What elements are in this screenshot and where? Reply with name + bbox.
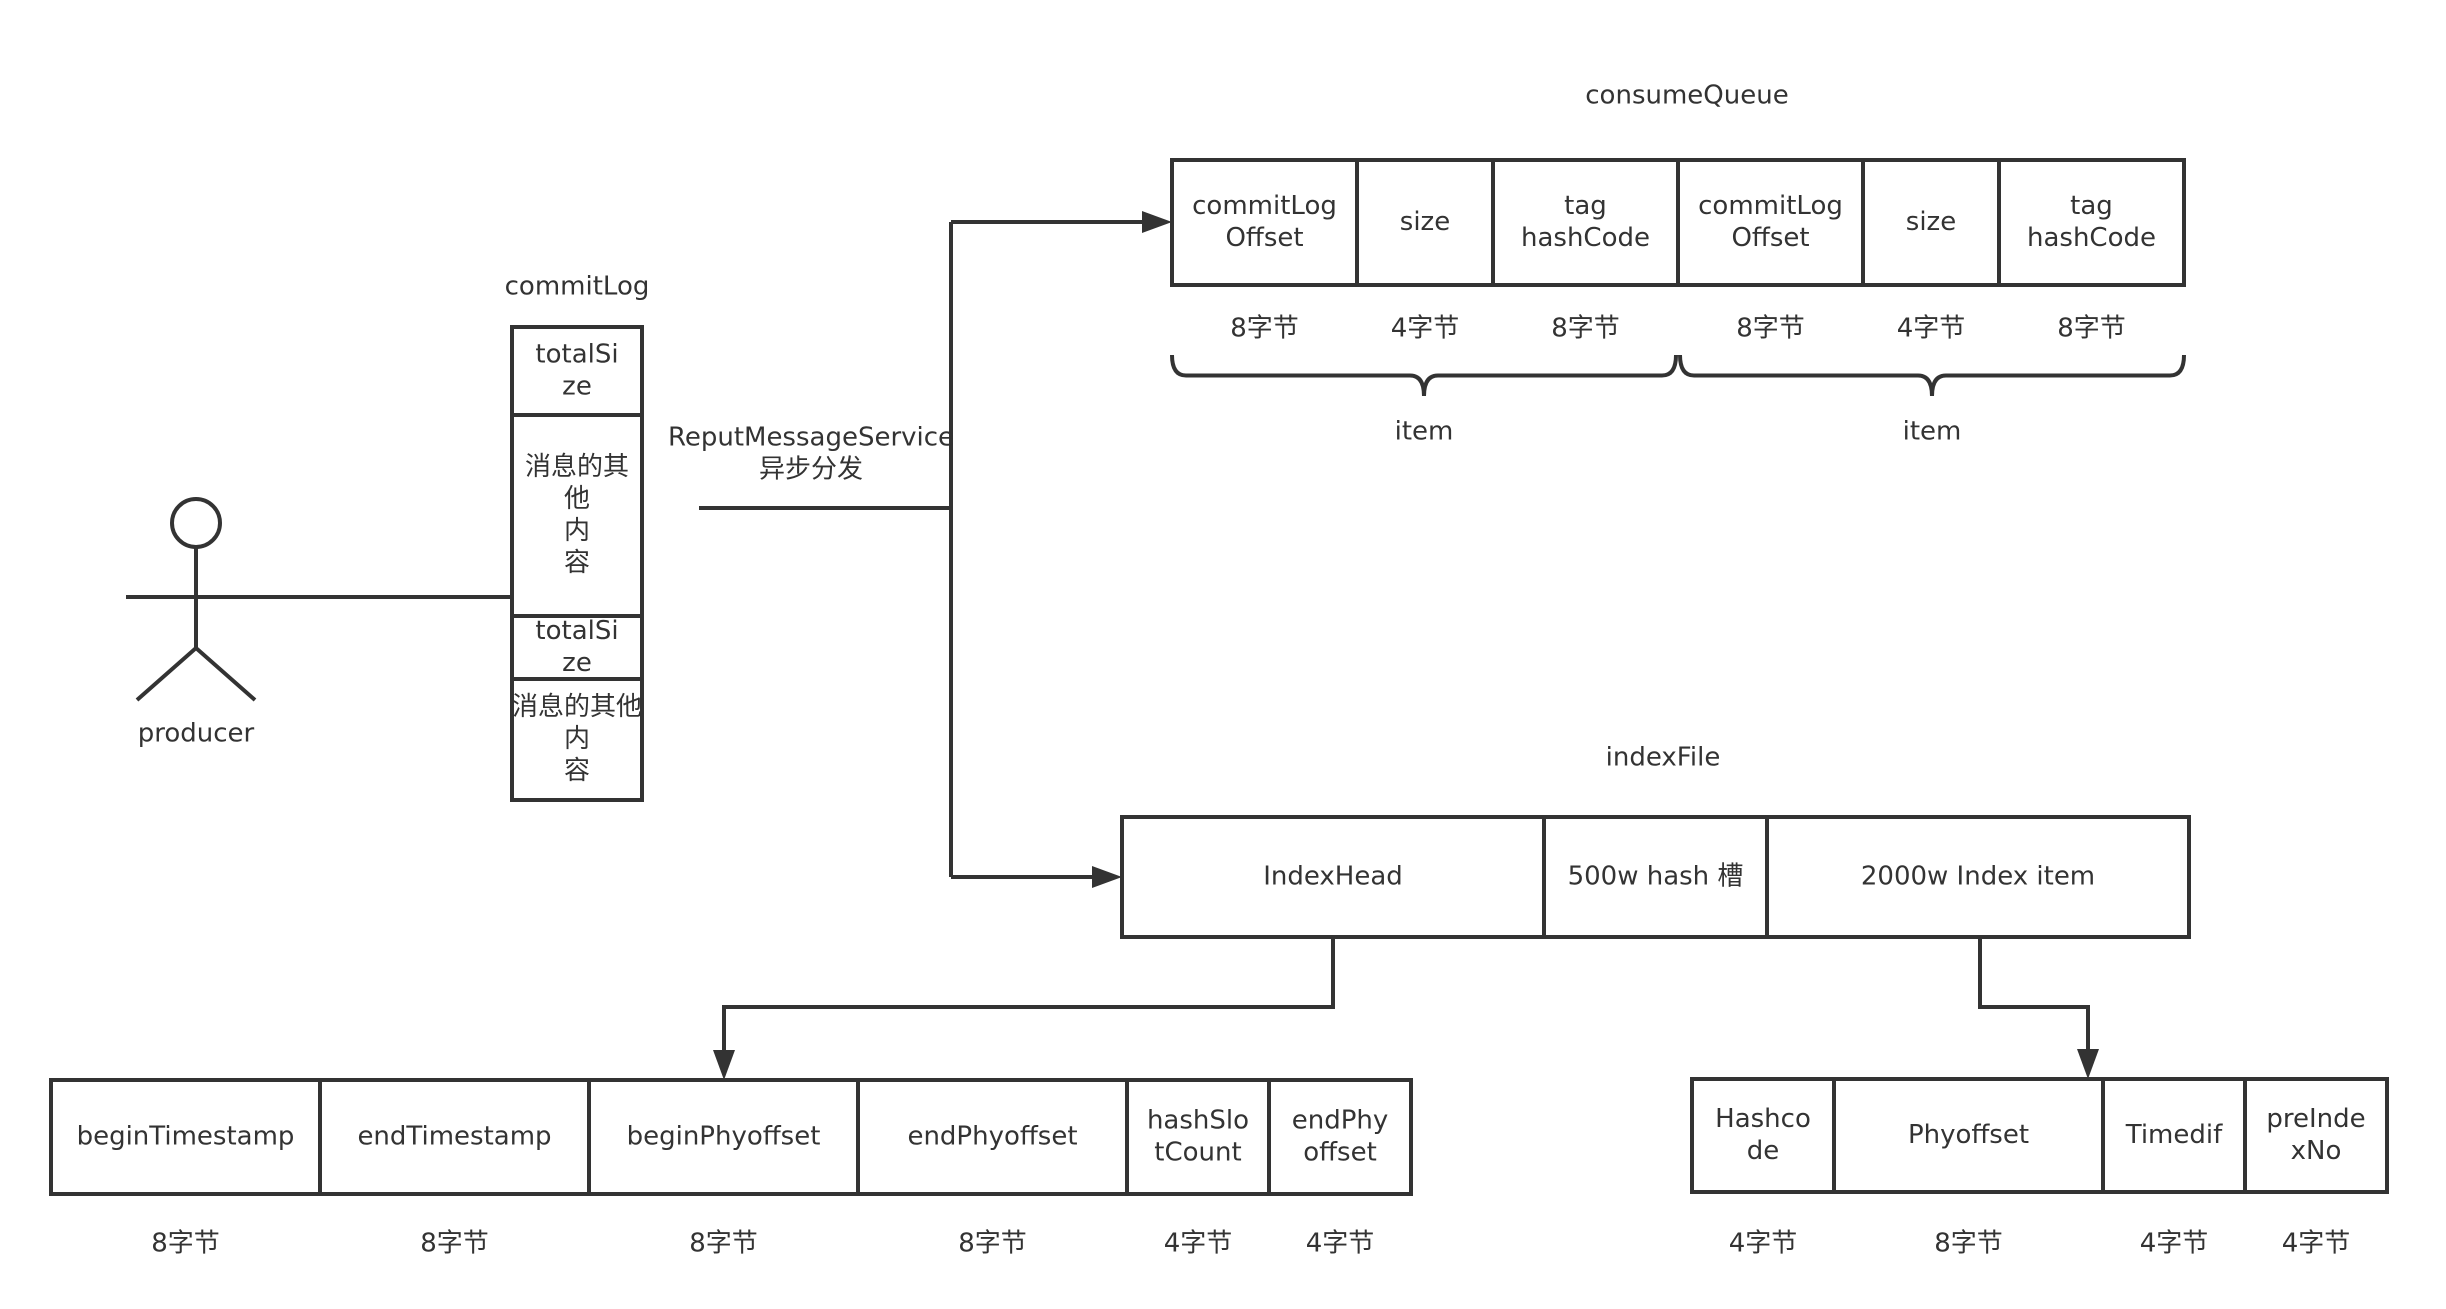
indexfile-cell-label: IndexHead xyxy=(1263,862,1403,892)
indexitem-cell-label: preInde xyxy=(2266,1104,2365,1134)
indexitem-cell-label: Timedif xyxy=(2125,1120,2223,1150)
labels: producercommitLogtotalSize消息的其他内容totalSi… xyxy=(77,81,2366,1259)
actor-legs xyxy=(135,645,257,702)
indexhead-cell-label: tCount xyxy=(1154,1138,1241,1168)
dispatch-label: 异步分发 xyxy=(759,455,863,485)
consumequeue-size-label: 4字节 xyxy=(1897,314,1966,344)
indexhead-cell xyxy=(856,1078,1129,1196)
indexhead-cell-label: beginTimestamp xyxy=(77,1122,295,1152)
indexitem-cell-label: de xyxy=(1747,1136,1780,1166)
indexhead-cell xyxy=(49,1078,322,1196)
consumequeue-cell xyxy=(1170,158,1359,287)
indexitem-cell-label: Hashco xyxy=(1715,1104,1811,1134)
commitlog-cell-label: ze xyxy=(562,648,592,678)
consumequeue-item-brace xyxy=(1678,354,2186,397)
commitlog-cell xyxy=(510,413,644,618)
commitlog-title: commitLog xyxy=(505,272,650,302)
commitlog-cell-label: 消息的其 xyxy=(525,452,629,482)
actor-label: producer xyxy=(138,719,255,749)
consumequeue-cell-label: hashCode xyxy=(1521,223,1650,253)
indexitem-detail-line xyxy=(1978,937,2090,1049)
consumequeue-size-label: 8字节 xyxy=(2057,314,2126,344)
indexfile-title: indexFile xyxy=(1606,743,1721,773)
consumequeue-item-label: item xyxy=(1903,417,1962,447)
indexhead-cell-label: offset xyxy=(1303,1138,1377,1168)
consumequeue-size-label: 8字节 xyxy=(1551,314,1620,344)
indexhead-detail-line xyxy=(722,937,1335,1050)
indexfile-cell xyxy=(1120,815,1546,939)
indexhead-cell-label: endPhy xyxy=(1292,1106,1389,1136)
consumequeue-cell-label: commitLog xyxy=(1192,191,1337,221)
consumequeue-cell-label: size xyxy=(1906,207,1956,237)
commitlog-cell-label: ze xyxy=(562,372,592,402)
indexfile-cell xyxy=(1765,815,2191,939)
consumequeue-size-label: 8字节 xyxy=(1736,314,1805,344)
arrow-to-indexfile xyxy=(1092,866,1122,888)
connectors xyxy=(126,211,2186,1080)
consumequeue-size-label: 8字节 xyxy=(1230,314,1299,344)
commitlog-cell xyxy=(510,677,644,802)
consumequeue-title: consumeQueue xyxy=(1585,81,1788,111)
consumequeue-cell xyxy=(1491,158,1680,287)
indexhead-size-label: 8字节 xyxy=(420,1229,489,1259)
arrow-to-consumequeue xyxy=(1142,211,1172,233)
arrow-to-indexhead-detail xyxy=(713,1050,735,1080)
indexhead-size-label: 4字节 xyxy=(1306,1229,1375,1259)
dispatch-label: ReputMessageService xyxy=(668,423,954,453)
shapes xyxy=(49,158,2389,1196)
commitlog-cell xyxy=(510,614,644,681)
indexitem-size-label: 4字节 xyxy=(1729,1229,1798,1259)
indexitem-cell xyxy=(2243,1077,2389,1194)
consumequeue-item-label: item xyxy=(1395,417,1454,447)
indexitem-size-label: 8字节 xyxy=(1934,1229,2003,1259)
consumequeue-cell-label: Offset xyxy=(1225,223,1303,253)
consumequeue-cell xyxy=(1676,158,1865,287)
arrow-to-indexitem-detail xyxy=(2077,1049,2099,1079)
commitlog-cell-label: 内 xyxy=(564,724,590,754)
commitlog-cell-label: 他 xyxy=(564,484,590,514)
indexhead-cell-label: beginPhyoffset xyxy=(627,1122,821,1152)
commitlog-cell-label: totalSi xyxy=(535,616,618,646)
consumequeue-cell-label: tag xyxy=(1564,191,1607,221)
indexhead-cell-label: endTimestamp xyxy=(357,1122,551,1152)
indexitem-cell-label: Phyoffset xyxy=(1908,1120,2029,1150)
indexhead-cell-label: endPhyoffset xyxy=(907,1122,1077,1152)
commitlog-cell-label: 消息的其他 xyxy=(512,692,642,722)
consumequeue-item-brace xyxy=(1170,354,1678,397)
indexfile-cell xyxy=(1542,815,1769,939)
consumequeue-cell-label: Offset xyxy=(1731,223,1809,253)
indexhead-size-label: 4字节 xyxy=(1164,1229,1233,1259)
consumequeue-cell xyxy=(1997,158,2186,287)
indexhead-size-label: 8字节 xyxy=(151,1229,220,1259)
consumequeue-cell-label: commitLog xyxy=(1698,191,1843,221)
consumequeue-cell-label: hashCode xyxy=(2027,223,2156,253)
indexhead-cell xyxy=(1125,1078,1271,1196)
indexhead-cell-label: hashSlo xyxy=(1147,1106,1249,1136)
consumequeue-cell xyxy=(1355,158,1495,287)
indexitem-size-label: 4字节 xyxy=(2282,1229,2351,1259)
indexfile-cell-label: 2000w Index item xyxy=(1861,862,2095,892)
indexhead-cell xyxy=(1267,1078,1413,1196)
consumequeue-size-label: 4字节 xyxy=(1391,314,1460,344)
indexhead-size-label: 8字节 xyxy=(689,1229,758,1259)
consumequeue-cell-label: size xyxy=(1400,207,1450,237)
consumequeue-cell-label: tag xyxy=(2070,191,2113,221)
commitlog-cell-label: 容 xyxy=(564,756,590,786)
indexhead-size-label: 8字节 xyxy=(958,1229,1027,1259)
indexitem-cell-label: xNo xyxy=(2291,1136,2342,1166)
commitlog-cell-label: 内 xyxy=(564,516,590,546)
commitlog-cell-label: totalSi xyxy=(535,340,618,370)
indexfile-cell-label: 500w hash 槽 xyxy=(1568,862,1744,892)
commitlog-cell-label: 容 xyxy=(564,548,590,578)
indexitem-size-label: 4字节 xyxy=(2140,1229,2209,1259)
consumequeue-cell xyxy=(1861,158,2001,287)
actor-head xyxy=(170,497,222,549)
